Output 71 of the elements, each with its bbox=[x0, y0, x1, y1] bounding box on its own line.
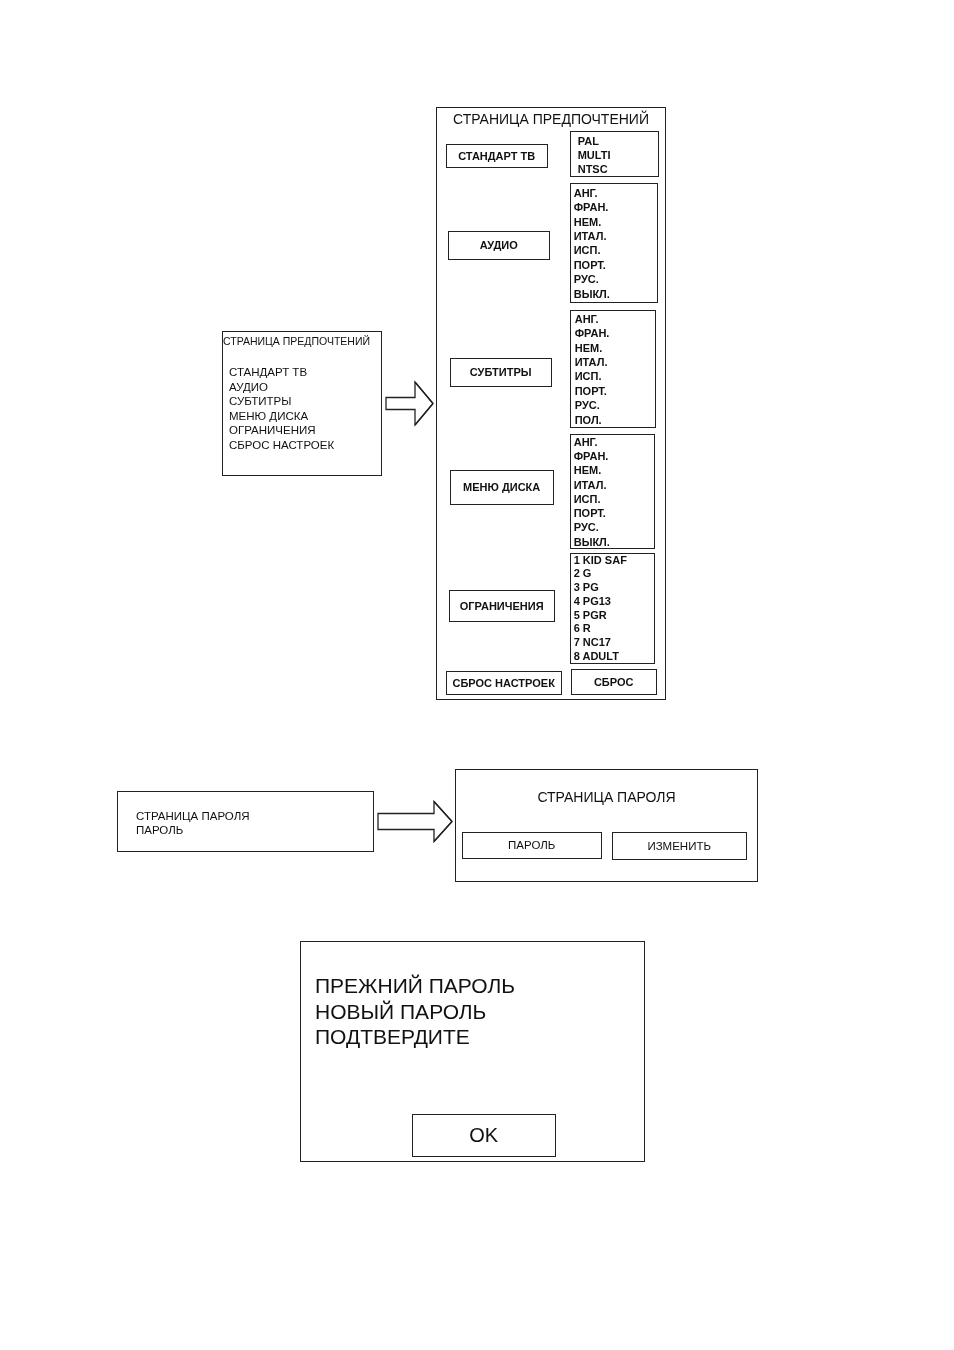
option-item: РУС. bbox=[573, 520, 599, 535]
option-item: ПОРТ. bbox=[573, 257, 606, 273]
password-dialog bbox=[300, 941, 645, 1162]
option-item: 5 PGR bbox=[573, 608, 607, 623]
option-item: 7 NC17 bbox=[573, 635, 611, 650]
options-list bbox=[569, 130, 659, 177]
field-label: ПРЕЖНИЙ ПАРОЛЬ bbox=[315, 973, 515, 999]
menu-panel bbox=[222, 331, 382, 476]
options-list bbox=[569, 552, 655, 664]
panel-title: СТРАНИЦА ПАРОЛЯ bbox=[537, 789, 676, 806]
menu-item: АУДИО bbox=[229, 379, 268, 394]
option-item: ИТАЛ. bbox=[573, 477, 607, 492]
menu-item: СБРОС НАСТРОЕК bbox=[229, 437, 335, 452]
option-item: АНГ. bbox=[573, 434, 598, 449]
option-item: ФРАН. bbox=[573, 449, 609, 464]
options-list bbox=[569, 309, 656, 428]
menu-item: СТАНДАРТ ТВ bbox=[229, 365, 308, 380]
option-item: 8 ADULT bbox=[573, 649, 619, 664]
option-item: ИСП. bbox=[574, 369, 602, 384]
menu-panel bbox=[117, 791, 374, 852]
option-item: ПОЛ. bbox=[574, 412, 602, 427]
menu-button: АУДИО bbox=[447, 230, 550, 260]
block-arrow bbox=[377, 799, 453, 844]
option-item: MULTI bbox=[577, 147, 611, 162]
option-item: НЕМ. bbox=[574, 340, 603, 355]
option-item: АНГ. bbox=[573, 185, 598, 201]
options-list bbox=[569, 433, 655, 549]
menu-button: СУБТИТРЫ bbox=[449, 357, 552, 387]
menu-item: ПАРОЛЬ bbox=[136, 823, 184, 837]
option-item: PAL bbox=[577, 133, 599, 148]
menu-button: ОГРАНИЧЕНИЯ bbox=[448, 589, 555, 622]
menu-button: МЕНЮ ДИСКА bbox=[449, 469, 554, 505]
option-item: ИСП. bbox=[573, 243, 601, 258]
block-arrow bbox=[385, 380, 434, 427]
option-item: 3 PG bbox=[573, 581, 599, 595]
option-item: НЕМ. bbox=[573, 214, 602, 229]
menu-item: СТРАНИЦА ПАРОЛЯ bbox=[136, 809, 250, 823]
option-item: 1 KID SAF bbox=[573, 553, 627, 568]
option-item: РУС. bbox=[574, 398, 600, 413]
settings-panel bbox=[436, 107, 666, 700]
menu-button: СБРОС НАСТРОЕК bbox=[445, 670, 562, 695]
option-item: 4 PG13 bbox=[573, 594, 611, 609]
option-item: ПОРТ. bbox=[573, 506, 606, 521]
reset-button: СБРОС bbox=[570, 668, 657, 695]
option-item: ИТАЛ. bbox=[573, 228, 607, 244]
option-item: НЕМ. bbox=[573, 463, 602, 478]
option-item: ВЫКЛ. bbox=[573, 286, 610, 301]
option-item: ПОРТ. bbox=[574, 383, 607, 399]
option-item: ФРАН. bbox=[574, 326, 610, 341]
option-item: ФРАН. bbox=[573, 200, 609, 215]
option-item: 2 G bbox=[573, 567, 592, 582]
panel-title: СТРАНИЦА ПРЕДПОЧТЕНИЙ bbox=[223, 335, 370, 348]
field-label: ПОДТВЕРДИТЕ bbox=[315, 1024, 470, 1050]
menu-button: СТАНДАРТ ТВ bbox=[445, 143, 548, 168]
change-button: ИЗМЕНИТЬ bbox=[611, 831, 747, 860]
menu-item: ОГРАНИЧЕНИЯ bbox=[229, 423, 316, 438]
option-item: АНГ. bbox=[574, 311, 599, 327]
ok-button: OK bbox=[411, 1113, 556, 1157]
panel-title: СТРАНИЦА ПРЕДПОЧТЕНИЙ bbox=[453, 111, 649, 127]
option-item: ВЫКЛ. bbox=[573, 534, 610, 550]
option-item: РУС. bbox=[573, 272, 599, 287]
password-panel bbox=[455, 769, 758, 882]
option-item: 6 R bbox=[573, 622, 591, 636]
field-label: НОВЫЙ ПАРОЛЬ bbox=[315, 998, 487, 1024]
option-item: ИСП. bbox=[573, 491, 601, 507]
options-list bbox=[569, 182, 658, 303]
option-item: ИТАЛ. bbox=[574, 354, 608, 370]
menu-item: СУБТИТРЫ bbox=[229, 394, 292, 409]
menu-item: МЕНЮ ДИСКА bbox=[229, 408, 309, 423]
option-item: NTSC bbox=[577, 161, 608, 176]
password-button: ПАРОЛЬ bbox=[461, 831, 602, 859]
